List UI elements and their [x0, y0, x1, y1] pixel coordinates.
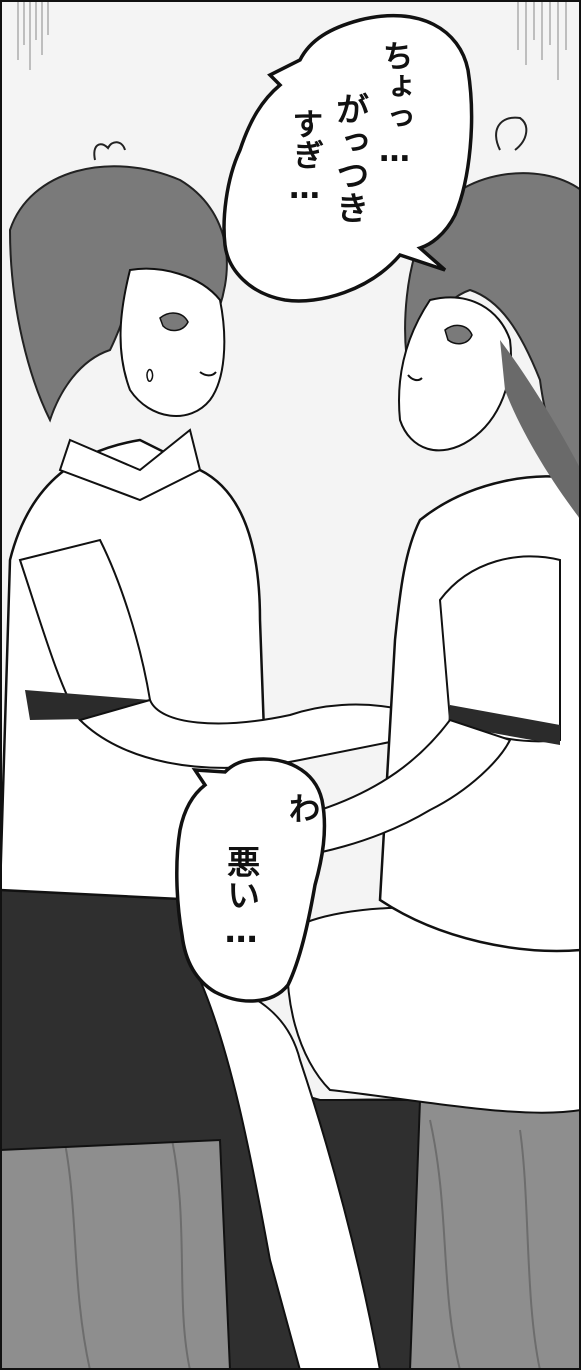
girl-ahoge: [495, 116, 528, 151]
bubble-boy-line-1: わ: [283, 792, 322, 824]
bubble-girl-line-1: ちょっ…: [376, 40, 413, 169]
boy-sweat-drop: [146, 368, 154, 383]
speech-bubble-girl: [222, 13, 474, 303]
bubble-boy-line-2: 悪い…: [221, 845, 261, 950]
speech-bubble-boy: [175, 757, 327, 1003]
girl-face: [398, 296, 512, 452]
bubble-girl-line-3: すぎ…: [286, 108, 323, 206]
boy-collar: [58, 428, 202, 502]
boy-face: [119, 267, 226, 417]
background-lines: [17, 0, 567, 80]
girl-eye: [444, 324, 473, 345]
boy-eye: [159, 312, 189, 332]
bubble-girl-line-2: がっつき: [330, 92, 370, 224]
bed-folds: [59, 1119, 541, 1370]
boy-ahoge: [93, 141, 126, 161]
boy-mouth: [199, 371, 217, 377]
girl-sleeve-shade: [448, 705, 560, 745]
girl-hair-side: [500, 340, 581, 520]
girl-leg: [198, 978, 382, 1370]
girl-mouth: [407, 374, 423, 382]
boy-arm: [78, 698, 407, 769]
